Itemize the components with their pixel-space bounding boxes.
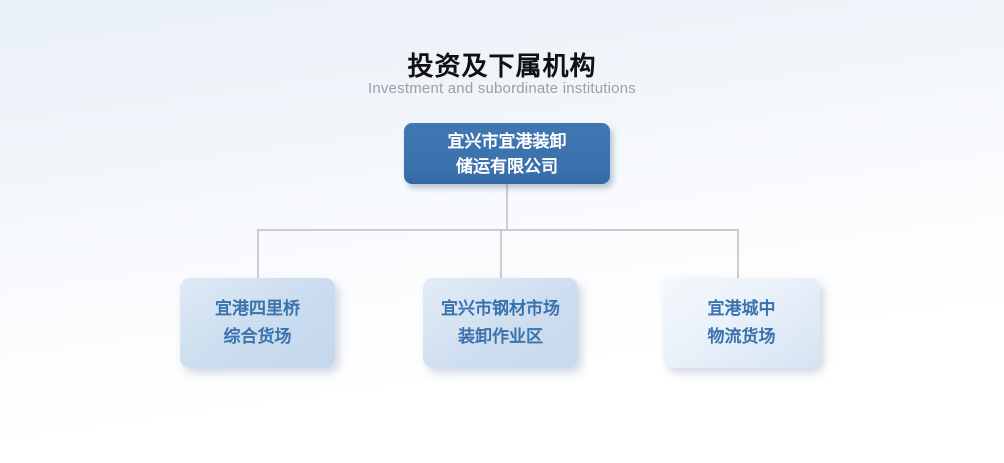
org-node-child-2-label-line2: 装卸作业区 <box>458 327 543 346</box>
org-node-child-1-label-line2: 综合货场 <box>223 327 292 346</box>
org-node-root-label-line1: 宜兴市宜港装卸 <box>447 131 567 151</box>
page-subtitle: Investment and subordinate institutions <box>368 80 636 97</box>
connector-horizontal <box>257 229 739 231</box>
org-node-root-label-line2: 储运有限公司 <box>456 156 558 176</box>
connector-child-2-vertical <box>500 229 502 278</box>
org-node-child-2: 宜兴市钢材市场 装卸作业区 <box>423 278 578 368</box>
org-node-child-3-label-line2: 物流货场 <box>707 327 776 346</box>
connector-root-vertical <box>506 184 508 229</box>
page-title: 投资及下属机构 <box>407 51 597 81</box>
org-node-child-3: 宜港城中 物流货场 <box>663 278 820 368</box>
org-node-child-1-label-line1: 宜港四里桥 <box>215 299 300 318</box>
org-node-child-3-label-line1: 宜港城中 <box>707 299 776 318</box>
connector-child-1-vertical <box>257 229 259 278</box>
org-node-child-2-label-line1: 宜兴市钢材市场 <box>441 299 560 318</box>
org-node-child-1: 宜港四里桥 综合货场 <box>180 278 335 368</box>
org-node-root: 宜兴市宜港装卸 储运有限公司 <box>404 123 610 184</box>
connector-child-3-vertical <box>737 229 739 278</box>
